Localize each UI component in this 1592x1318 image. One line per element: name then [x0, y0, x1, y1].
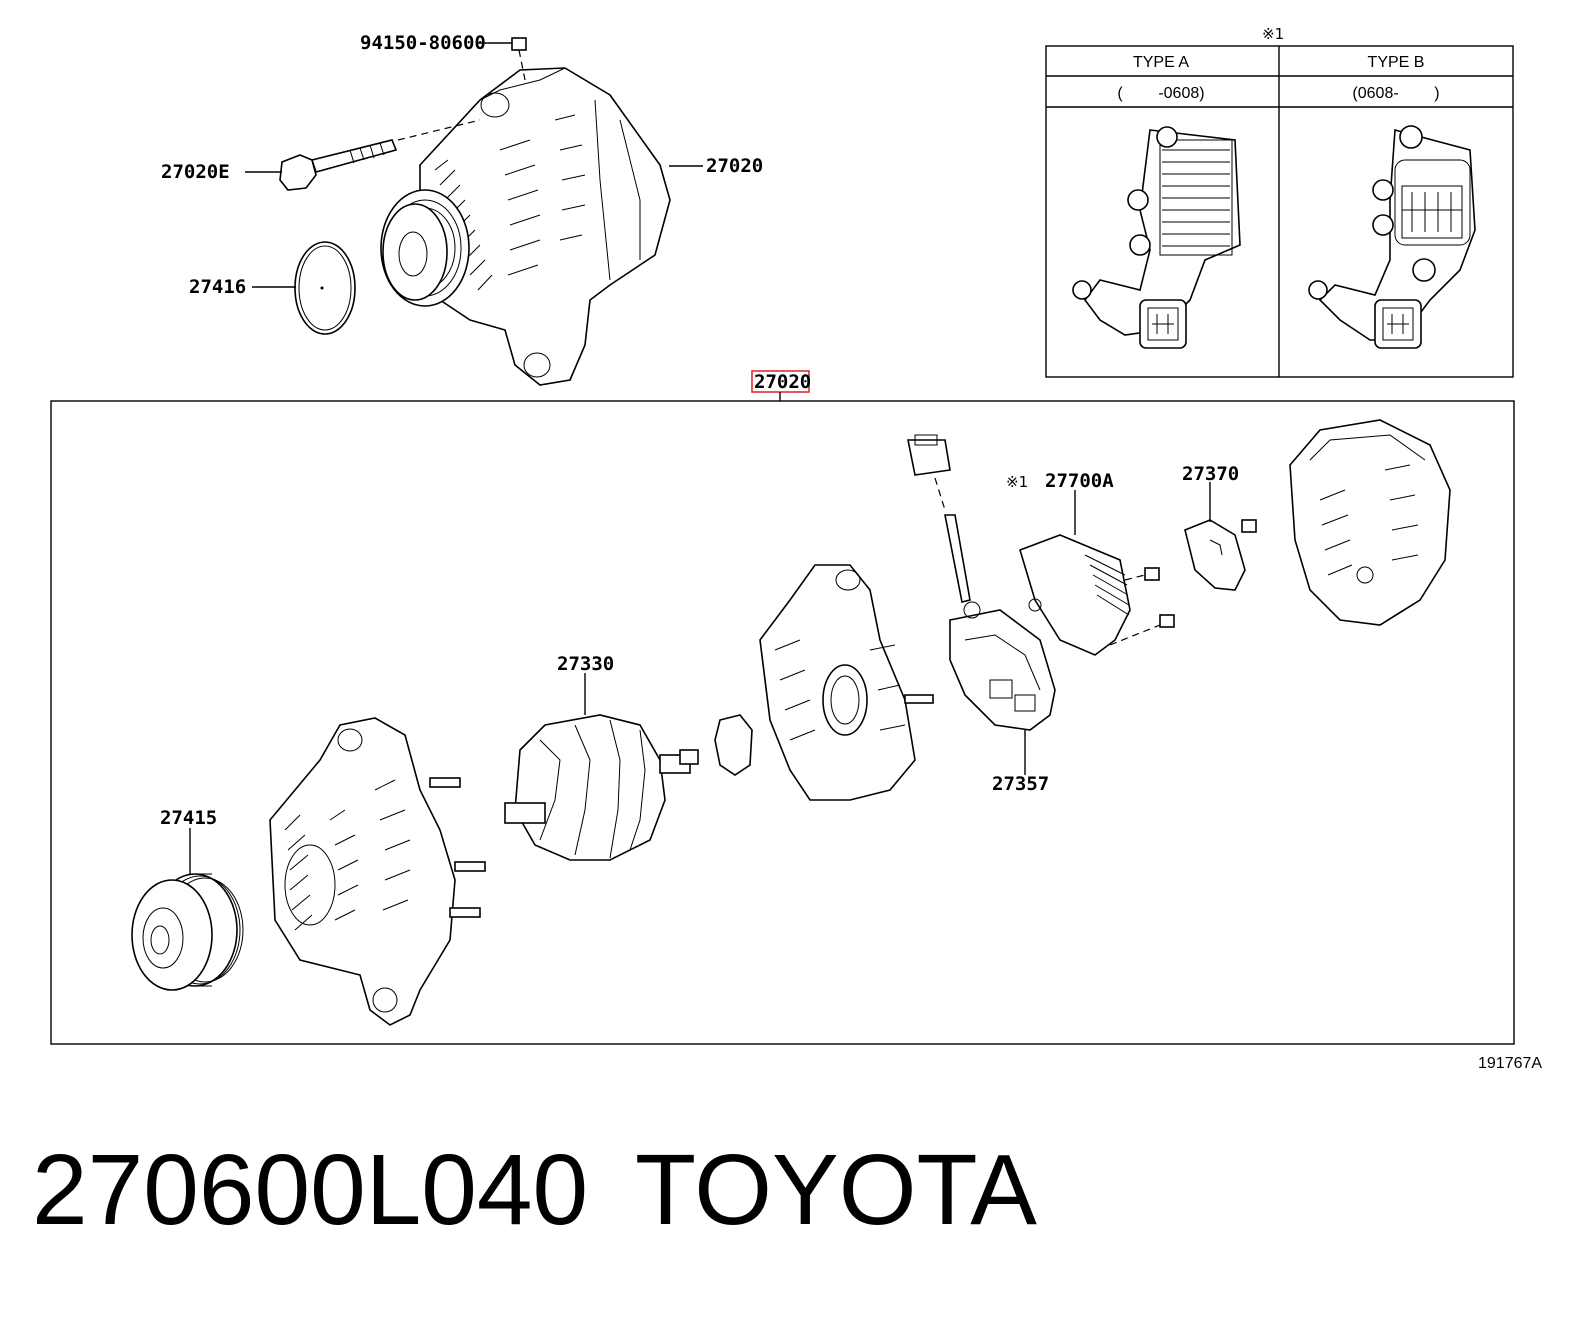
- brush-holder-drawing: [949, 601, 1056, 731]
- callout-27020-exploded[interactable]: 27020: [754, 371, 811, 393]
- exploded-view-frame: [50, 400, 1515, 1045]
- brand-caption: TOYOTA: [635, 1134, 1037, 1246]
- terminal-stud-drawing: [907, 434, 971, 603]
- callout-27415: 27415: [160, 807, 217, 829]
- drive-end-frame-drawing: [269, 717, 486, 1026]
- type-a-header: TYPE A: [1133, 54, 1189, 71]
- regulator-drawing: [1019, 534, 1175, 656]
- callout-27020e: 27020E: [161, 161, 230, 183]
- alternator-assembly-drawing: [279, 37, 671, 386]
- callout-27020: 27020: [706, 155, 763, 177]
- callout-27700a: 27700A: [1045, 470, 1114, 492]
- spacer-ring-drawing: [714, 714, 753, 776]
- regulator-type-table: ※1 TYPE A TYPE B ( -0608) (0608- ): [1045, 25, 1514, 378]
- callout-27330: 27330: [557, 653, 614, 675]
- pulley-drawing: [131, 873, 244, 991]
- type-b-regulator-drawing: [1308, 125, 1476, 349]
- type-a-regulator-drawing: [1072, 126, 1241, 349]
- part-number-caption: 270600L040: [32, 1134, 588, 1246]
- inset-note-mark: ※1: [1262, 25, 1284, 43]
- rotor-drawing: [504, 714, 699, 861]
- terminal-cover-drawing: [1184, 519, 1257, 591]
- regulator-note-mark: ※1: [1006, 473, 1028, 491]
- callout-27416: 27416: [189, 276, 246, 298]
- rectifier-end-frame-drawing: [759, 564, 934, 801]
- type-a-range: ( -0608): [1117, 85, 1204, 102]
- rear-cover-drawing: [1289, 419, 1451, 626]
- type-b-header: TYPE B: [1368, 54, 1425, 71]
- figure-id: 191767A: [1478, 1055, 1542, 1072]
- callout-27370: 27370: [1182, 463, 1239, 485]
- callout-94150-80600: 94150-80600: [360, 32, 486, 54]
- type-b-range: (0608- ): [1352, 85, 1439, 102]
- callout-27357: 27357: [992, 773, 1049, 795]
